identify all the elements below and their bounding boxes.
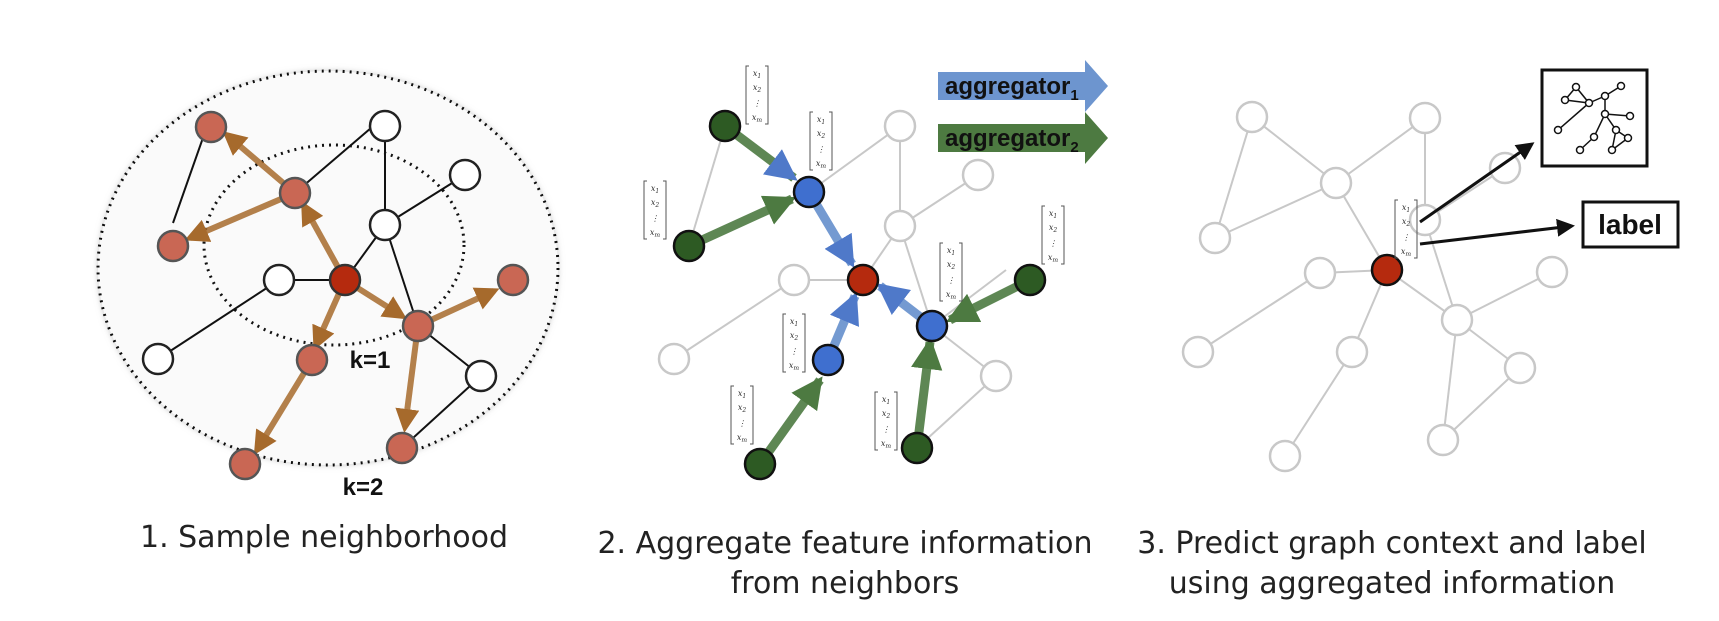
- node-sampled: [278, 176, 312, 210]
- node-faded: [979, 359, 1013, 393]
- k1-label: k=1: [350, 347, 391, 374]
- node-white: [368, 208, 402, 242]
- node-faded: [777, 263, 811, 297]
- graph-context-arrow: [1419, 142, 1535, 224]
- panel-aggregate-features: aggregator1 aggregator2 2. Aggregate fea…: [597, 60, 1108, 601]
- node-faded: [961, 158, 995, 192]
- panel2-green-arrows: [687, 122, 1033, 467]
- node-hop1: [792, 175, 826, 209]
- k1-neighborhood-ring: [202, 143, 466, 347]
- node-faded: [1303, 256, 1337, 290]
- panel3-caption-line1: 3. Predict graph context and label: [1137, 526, 1647, 561]
- node-faded: [883, 209, 917, 243]
- aggregator1-arrow: aggregator1: [938, 60, 1108, 112]
- node-faded: [1426, 423, 1460, 457]
- node-faded: [657, 342, 691, 376]
- svg-text:aggregator2: aggregator2: [945, 125, 1079, 156]
- node-sampled: [401, 309, 435, 343]
- node-faded: [1181, 335, 1215, 369]
- node-sampled: [194, 110, 228, 144]
- node-target: [846, 263, 880, 297]
- node-faded: [1440, 303, 1474, 337]
- graph-context-box: [1540, 68, 1649, 168]
- node-faded: [1335, 335, 1369, 369]
- node-hop2: [1013, 263, 1047, 297]
- node-faded: [1268, 439, 1302, 473]
- feature-vectors: [643, 65, 1065, 451]
- node-white: [141, 342, 175, 376]
- node-sampled: [496, 263, 530, 297]
- panel3-nodes: [1181, 100, 1569, 473]
- panel2-caption-line1: 2. Aggregate feature information: [597, 526, 1092, 561]
- label-box: label: [1581, 200, 1680, 249]
- panel1-nodes: [141, 109, 530, 481]
- panel2-nodes: [657, 109, 1047, 481]
- node-sampled: [228, 447, 262, 481]
- node-faded: [1235, 100, 1269, 134]
- node-faded: [1503, 351, 1537, 385]
- node-faded: [1408, 101, 1442, 135]
- node-hop1: [811, 343, 845, 377]
- panel2-faded-edges: [673, 125, 1007, 449]
- node-hop2: [900, 431, 934, 465]
- node-faded: [883, 109, 917, 143]
- svg-text:aggregator1: aggregator1: [945, 73, 1079, 104]
- node-faded: [1488, 151, 1522, 185]
- node-target: [328, 263, 362, 297]
- label-arrow: [1419, 218, 1575, 246]
- node-white: [368, 109, 402, 143]
- node-hop2: [708, 109, 742, 143]
- panel1-caption: 1. Sample neighborhood: [140, 520, 508, 555]
- k2-neighborhood-ring: [96, 69, 560, 467]
- panel2-caption-line2: from neighbors: [731, 566, 960, 601]
- svg-text:label: label: [1598, 209, 1662, 240]
- node-target: [1370, 253, 1404, 287]
- node-sampled: [385, 431, 419, 465]
- node-faded: [1535, 255, 1569, 289]
- aggregator2-arrow: aggregator2: [938, 112, 1108, 164]
- node-sampled: [156, 229, 190, 263]
- panel-sample-neighborhood: k=1 k=2 1. Sample neighborhood: [96, 69, 560, 555]
- k2-label: k=2: [343, 474, 384, 501]
- node-hop1: [915, 309, 949, 343]
- node-white: [262, 263, 296, 297]
- node-hop2: [743, 447, 777, 481]
- panel3-caption-line2: using aggregated information: [1169, 566, 1616, 601]
- node-faded: [1198, 221, 1232, 255]
- node-hop2: [672, 229, 706, 263]
- node-white: [448, 158, 482, 192]
- node-white: [464, 359, 498, 393]
- panel-predict: label 3. Predict graph context and label…: [1137, 68, 1680, 601]
- node-faded: [1319, 166, 1353, 200]
- node-sampled: [295, 343, 329, 377]
